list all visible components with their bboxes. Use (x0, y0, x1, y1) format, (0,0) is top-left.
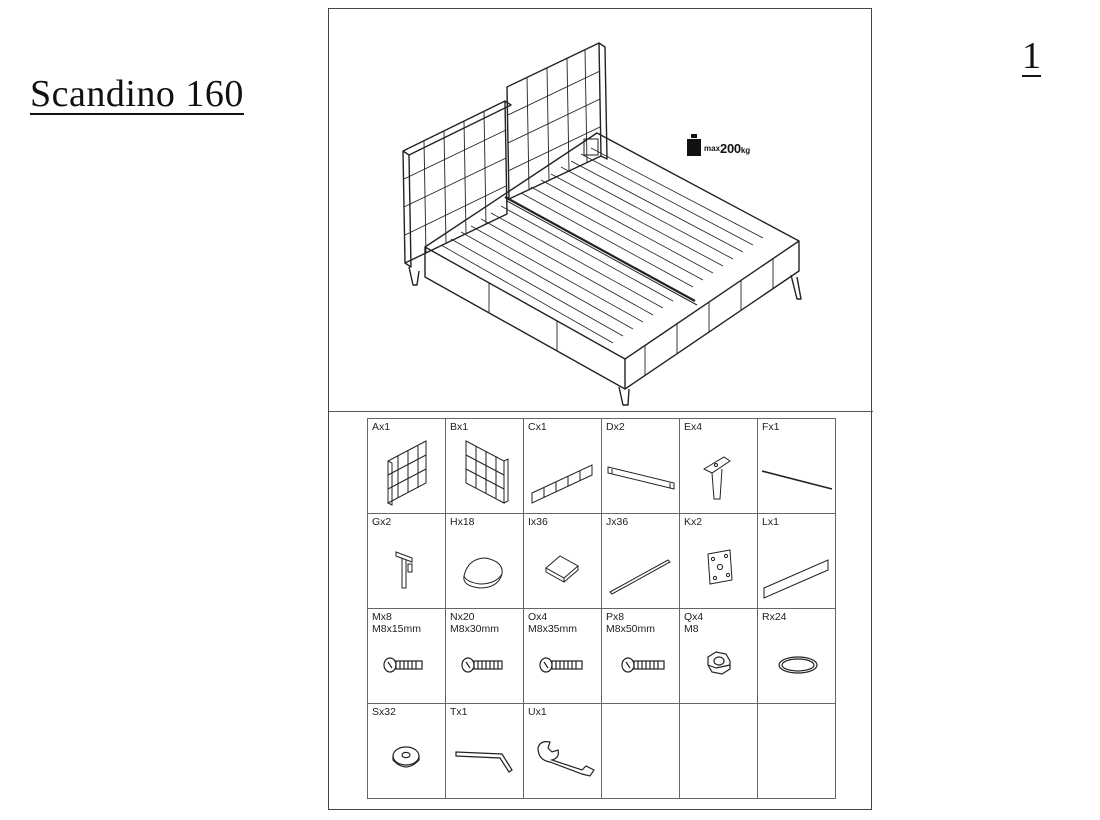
parts-row: Sx32 Tx1 Ux1 (367, 703, 836, 799)
part-label: Gx2 (372, 516, 392, 528)
part-label: Ox4 M8x35mm (528, 611, 578, 635)
part-label: Ix36 (528, 516, 548, 528)
bolt-long-icon (539, 657, 583, 673)
max-unit: kg (740, 146, 751, 155)
headboard-right-icon (465, 440, 509, 504)
part-cell: Dx2 (601, 418, 680, 514)
headboard-left (402, 100, 508, 264)
part-cell: Bx1 (445, 418, 524, 514)
support-leg-icon (395, 551, 413, 589)
part-cell: Ux1 (523, 703, 602, 799)
part-cell: Nx20 M8x30mm (445, 608, 524, 704)
part-cell: Rx24 (757, 608, 836, 704)
wrench-icon (537, 741, 595, 777)
part-cell: Tx1 (445, 703, 524, 799)
part-cell: Cx1 (523, 418, 602, 514)
center-beam-icon (607, 466, 675, 490)
part-cell (601, 703, 680, 799)
part-label: Bx1 (450, 421, 469, 433)
bolt-medium-icon (461, 657, 503, 673)
part-label: Nx20 M8x30mm (450, 611, 500, 635)
rod-icon (761, 470, 833, 490)
part-cell: Ix36 (523, 513, 602, 609)
part-cell (679, 703, 758, 799)
section-divider (329, 411, 873, 412)
part-label: Tx1 (450, 706, 468, 718)
part-label: Qx4 M8 (684, 611, 704, 635)
part-label: Ux1 (528, 706, 547, 718)
part-cell: Ex4 (679, 418, 758, 514)
bed-frame (424, 132, 800, 360)
instruction-sheet: max 200 kg Ax1 Bx1 (328, 8, 873, 810)
bolt-extra-long-icon (621, 657, 665, 673)
parts-row: Ax1 Bx1 (367, 418, 836, 514)
part-cell: Ox4 M8x35mm (523, 608, 602, 704)
part-cell: Mx8 M8x15mm (367, 608, 446, 704)
part-cell: Px8 M8x50mm (601, 608, 680, 704)
ring-icon (778, 656, 818, 674)
part-cell: Ax1 (367, 418, 446, 514)
mounting-plate-icon (707, 549, 733, 585)
part-label: Dx2 (606, 421, 625, 433)
part-label: Kx2 (684, 516, 703, 528)
max-load-label: max 200 kg (687, 134, 750, 156)
part-label: Rx24 (762, 611, 787, 623)
part-cell: Jx36 (601, 513, 680, 609)
headboard-left-icon (387, 440, 427, 506)
part-cell: Lx1 (757, 513, 836, 609)
weight-icon (687, 134, 701, 156)
bed-illustration (402, 42, 802, 406)
parts-row: Mx8 M8x15mm Nx20 M8x30mm (367, 608, 836, 704)
part-label: Px8 M8x50mm (606, 611, 656, 635)
part-cell: Sx32 (367, 703, 446, 799)
part-label: Ex4 (684, 421, 703, 433)
slat-holder-large-icon (463, 557, 503, 589)
side-panel-icon (531, 464, 593, 504)
part-cell (757, 703, 836, 799)
parts-table: Ax1 Bx1 (367, 418, 836, 799)
slat-holder-small-icon (545, 555, 579, 583)
part-cell: Fx1 (757, 418, 836, 514)
part-label: Sx32 (372, 706, 396, 718)
part-label: Jx36 (606, 516, 629, 528)
part-cell: Kx2 (679, 513, 758, 609)
hex-nut-icon (707, 651, 731, 675)
max-value: 200 (720, 141, 741, 156)
document-title: Scandino 160 (30, 73, 244, 115)
bed-leg-icon (702, 456, 731, 500)
part-label: Hx18 (450, 516, 475, 528)
page-number: 1 (1022, 35, 1041, 77)
allen-key-icon (455, 751, 513, 773)
part-cell: Hx18 (445, 513, 524, 609)
part-cell: Qx4 M8 (679, 608, 758, 704)
part-label: Lx1 (762, 516, 779, 528)
washer-icon (392, 746, 420, 768)
part-label: Mx8 M8x15mm (372, 611, 422, 635)
parts-row: Gx2 Hx18 Ix (367, 513, 836, 609)
part-label: Cx1 (528, 421, 547, 433)
footboard-panel-icon (763, 559, 829, 599)
bolt-short-icon (383, 657, 423, 673)
part-label: Fx1 (762, 421, 780, 433)
max-prefix: max (704, 144, 721, 153)
slat-icon (609, 559, 671, 595)
part-label: Ax1 (372, 421, 391, 433)
part-cell: Gx2 (367, 513, 446, 609)
